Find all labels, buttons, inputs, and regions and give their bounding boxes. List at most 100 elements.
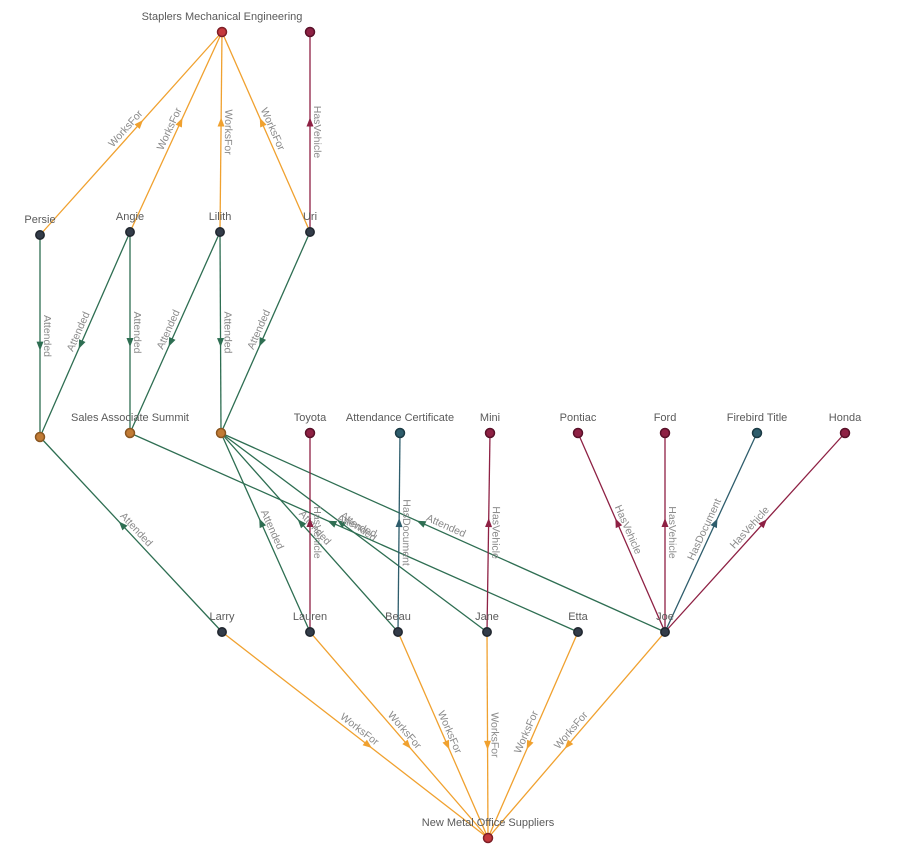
- edge-label: HasVehicle: [489, 506, 502, 559]
- node-nmos[interactable]: [482, 832, 494, 844]
- node-certificate[interactable]: [394, 427, 406, 439]
- edge-line: [221, 631, 489, 839]
- edge-arrowhead: [564, 739, 574, 749]
- edge-arrowhead: [327, 520, 338, 528]
- edge-line: [220, 231, 311, 434]
- node-label-summit: Sales Associate Summit: [71, 412, 189, 424]
- edge-lilith-staplers: WorksFor: [217, 31, 234, 233]
- edge-angie-staplers: WorksFor: [129, 31, 223, 233]
- node-staplers[interactable]: [216, 26, 228, 38]
- node-label-larry: Larry: [209, 611, 235, 623]
- edge-line: [309, 631, 489, 839]
- edge-line: [664, 432, 846, 633]
- edge-label: Attended: [155, 308, 183, 351]
- edge-arrowhead: [168, 337, 176, 347]
- node-angie[interactable]: [125, 227, 135, 237]
- edge-label: Attended: [221, 311, 233, 353]
- edge-arrowhead: [36, 341, 44, 351]
- edge-label: HasDocument: [685, 497, 724, 562]
- edge-label: WorksFor: [222, 109, 234, 155]
- edge-etta-summit: Attended: [129, 432, 579, 633]
- node-label-mini: Mini: [480, 412, 500, 424]
- node-label-beau: Beau: [385, 611, 411, 623]
- node-firebird[interactable]: [751, 427, 763, 439]
- edge-arrowhead: [259, 117, 267, 128]
- node-joe[interactable]: [660, 627, 670, 637]
- edge-label: HasVehicle: [311, 506, 323, 559]
- edge-line: [221, 31, 311, 233]
- node-summit_a[interactable]: [34, 431, 46, 443]
- edge-arrowhead: [217, 338, 225, 348]
- node-label-firebird: Firebird Title: [727, 412, 788, 424]
- edge-arrowhead: [306, 518, 314, 528]
- edge-line: [39, 436, 223, 633]
- edge-arrowhead: [134, 119, 144, 130]
- edge-line: [129, 231, 221, 434]
- edge-arrowhead: [259, 337, 267, 347]
- edge-lauren-toyota: HasVehicle: [306, 433, 323, 632]
- node-label-staplers: Staplers Mechanical Engineering: [142, 11, 303, 23]
- edge-lauren-summit_c: Attended: [220, 432, 311, 633]
- edge-line: [487, 631, 666, 839]
- edge-line: [486, 631, 489, 839]
- edge-lilith-summit_c: Attended: [217, 231, 234, 434]
- node-uri[interactable]: [305, 227, 315, 237]
- edge-label: HasVehicle: [311, 106, 323, 159]
- edge-label: Attended: [65, 310, 93, 353]
- node-label-nmos: New Metal Office Suppliers: [422, 817, 555, 829]
- edge-joe-ford: HasVehicle: [661, 433, 678, 632]
- node-summit_c[interactable]: [215, 427, 227, 439]
- node-label-pontiac: Pontiac: [560, 412, 597, 424]
- edge-label: Attended: [41, 315, 53, 357]
- edge-larry-summit_a: Attended: [39, 436, 223, 633]
- edge-arrowhead: [118, 521, 128, 531]
- edge-angie-summit: Attended: [126, 232, 143, 433]
- edge-label: WorksFor: [385, 709, 424, 752]
- edge-arrowhead: [484, 740, 492, 750]
- node-label-etta: Etta: [568, 611, 588, 623]
- edge-label: WorksFor: [338, 711, 382, 749]
- node-lilith[interactable]: [215, 227, 225, 237]
- edge-label: HasVehicle: [666, 506, 678, 559]
- edge-label: Attended: [245, 308, 273, 351]
- node-honda[interactable]: [839, 427, 851, 439]
- node-uri_vehicle[interactable]: [304, 26, 316, 38]
- node-label-lauren: Lauren: [293, 611, 327, 623]
- node-etta[interactable]: [573, 627, 583, 637]
- edge-line: [487, 631, 579, 839]
- edge-label: Attended: [131, 311, 143, 353]
- node-mini[interactable]: [484, 427, 496, 439]
- edge-joe-nmos: WorksFor: [487, 631, 666, 839]
- node-beau[interactable]: [393, 627, 403, 637]
- edge-arrowhead: [297, 519, 307, 529]
- edge-beau-certificate: HasDocument: [395, 432, 413, 633]
- edge-label: Attended: [258, 508, 286, 551]
- edge-uri-staplers: WorksFor: [221, 31, 311, 233]
- edge-line: [397, 432, 401, 633]
- edge-jane-mini: HasVehicle: [485, 432, 502, 633]
- node-toyota[interactable]: [304, 427, 316, 439]
- edge-arrowhead: [78, 339, 86, 349]
- edge-line: [486, 432, 491, 633]
- edge-line: [39, 231, 131, 438]
- node-jane[interactable]: [482, 627, 492, 637]
- node-persie[interactable]: [35, 230, 45, 240]
- edge-joe-pontiac: HasVehicle: [577, 432, 666, 633]
- node-larry[interactable]: [217, 627, 227, 637]
- edge-line: [397, 631, 489, 839]
- edge-label: HasDocument: [400, 499, 413, 566]
- node-lauren[interactable]: [305, 627, 315, 637]
- node-summit[interactable]: [124, 427, 136, 439]
- edge-line: [39, 31, 223, 236]
- edge-arrowhead: [259, 518, 267, 529]
- edge-arrowhead: [306, 117, 314, 127]
- node-pontiac[interactable]: [572, 427, 584, 439]
- edge-persie-staplers: WorksFor: [39, 31, 223, 236]
- node-ford[interactable]: [659, 427, 671, 439]
- node-label-lilith: Lilith: [209, 211, 232, 223]
- node-label-certificate: Attendance Certificate: [346, 412, 454, 424]
